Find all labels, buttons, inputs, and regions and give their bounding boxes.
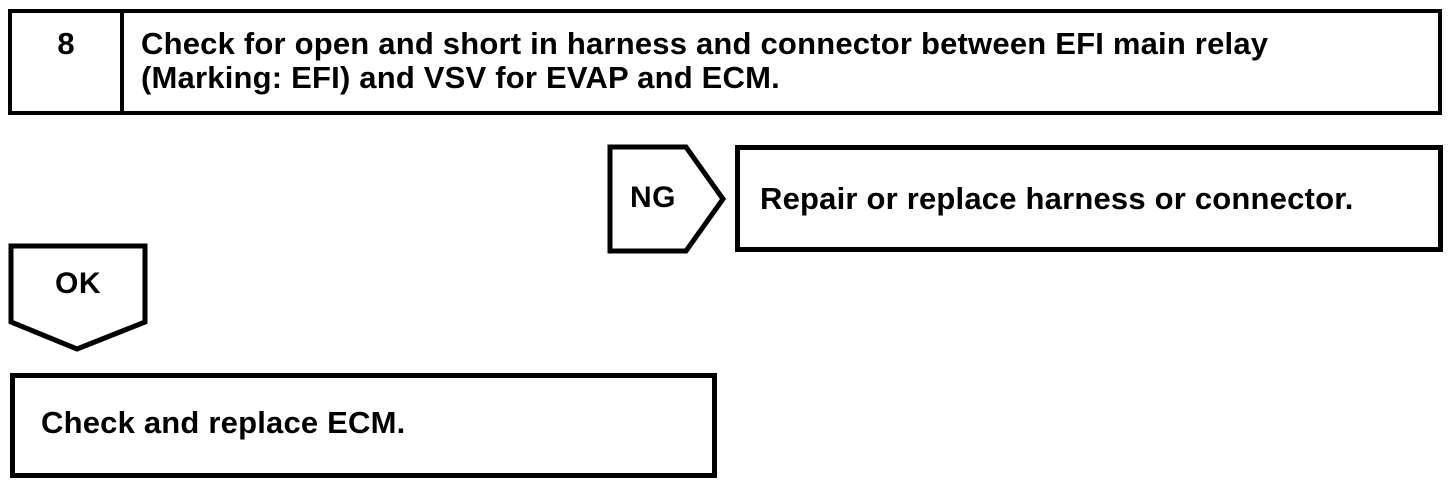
ng-label: NG [630,181,676,214]
ok-action-text: Check and replace ECM. [41,404,406,440]
step-instruction: Check for open and short in harness and … [124,13,1438,111]
step-number: 8 [12,13,124,111]
step-box: 8 Check for open and short in harness an… [8,9,1442,115]
ok-label: OK [55,267,101,300]
ok-pentagon-arrow-icon [8,243,148,352]
ng-action-box: Repair or replace harness or connector. [735,145,1443,252]
step-instruction-line-2: (Marking: EFI) and VSV for EVAP and ECM. [141,60,780,95]
ng-pentagon-arrow-icon [607,144,727,254]
step-instruction-line-1: Check for open and short in harness and … [141,26,1269,61]
ng-connector: NG [607,144,727,254]
ng-action-text: Repair or replace harness or connector. [760,180,1354,216]
ok-action-box: Check and replace ECM. [10,373,717,478]
ok-connector: OK [8,243,148,353]
